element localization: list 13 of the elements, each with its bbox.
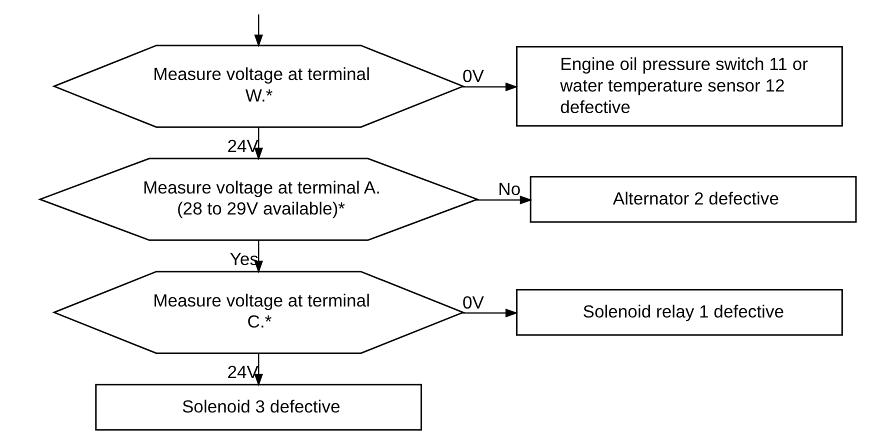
- edge-label: 24V: [226, 362, 258, 382]
- node-box: Alternator 2 defective: [529, 176, 856, 223]
- edge-label: 24V: [226, 136, 258, 156]
- node-box: Solenoid relay 1 defective: [516, 289, 842, 336]
- arrow: [461, 82, 518, 92]
- arrow: [461, 308, 518, 318]
- node-box: Solenoid 3 defective: [94, 384, 422, 431]
- arrow: [254, 14, 262, 48]
- node-box: Engine oil pressure switch 11 or water temperature sensor 12 defective: [516, 46, 842, 127]
- arrow: [254, 354, 262, 386]
- arrow: [254, 127, 262, 160]
- edge-label: No: [498, 179, 520, 200]
- arrow: [475, 196, 532, 204]
